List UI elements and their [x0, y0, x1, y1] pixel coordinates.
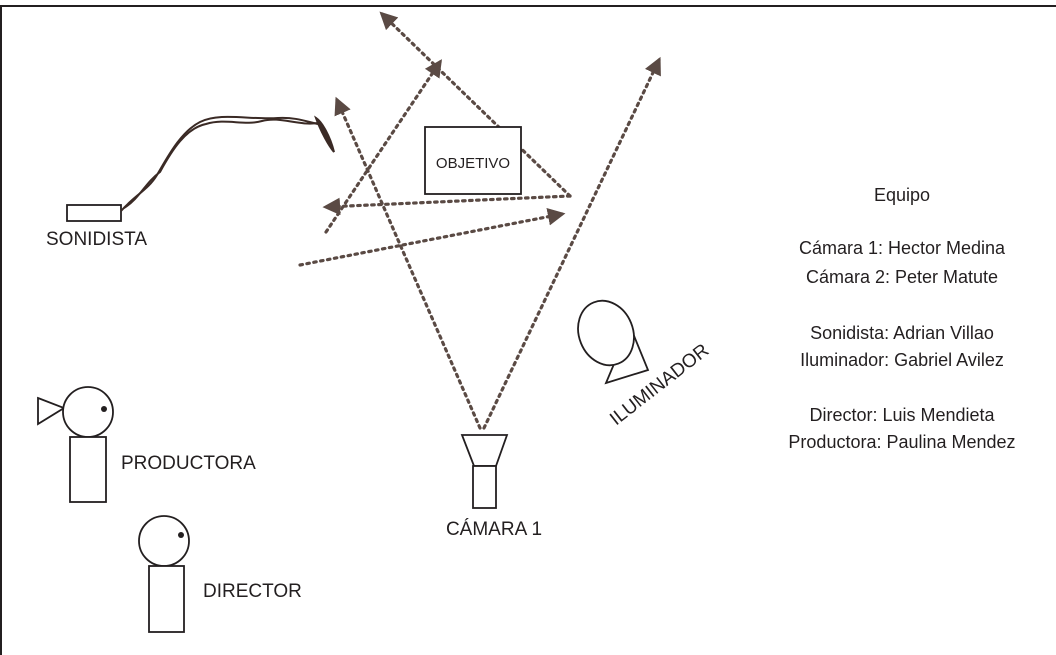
boom-cable-a — [120, 115, 319, 212]
camara1-label: CÁMARA 1 — [446, 519, 542, 540]
productora-eye — [101, 406, 107, 412]
objetivo-box — [424, 126, 522, 195]
productora-head — [62, 386, 114, 438]
productora-body — [69, 436, 107, 503]
director-eye — [178, 532, 184, 538]
iluminador-figure — [577, 299, 650, 385]
arrow-bottom-to-right — [298, 208, 566, 267]
sonidista-label: SONIDISTA — [46, 229, 147, 250]
iluminador-lamp-icon — [577, 299, 635, 367]
team-director: Director: Luis Mendieta — [809, 405, 995, 425]
camara1-body — [472, 465, 497, 509]
director-figure — [138, 515, 190, 633]
director-label: DIRECTOR — [203, 581, 302, 602]
sight-lines — [298, 11, 661, 430]
sonidista-device — [66, 204, 122, 222]
director-body — [148, 565, 185, 633]
boom-cable-b — [123, 118, 319, 209]
frame-border — [0, 5, 1056, 655]
team-iluminador: Iluminador: Gabriel Avilez — [800, 350, 1004, 370]
team-sonidista: Sonidista: Adrian Villao — [810, 323, 994, 343]
camara1-lens-icon — [460, 434, 509, 467]
camara1-figure — [460, 434, 509, 509]
team-list: Equipo Cámara 1: Hector Medina Cámara 2:… — [788, 185, 1015, 452]
objetivo-label: OBJETIVO — [436, 155, 510, 172]
sonidista-figure — [66, 115, 335, 222]
team-title: Equipo — [874, 185, 930, 205]
team-productora: Productora: Paulina Mendez — [788, 432, 1015, 452]
productora-camera-icon — [37, 396, 67, 426]
arrow-camera-left — [334, 96, 482, 430]
productora-figure — [37, 386, 114, 503]
director-head — [138, 515, 190, 567]
boom-mic-icon — [314, 115, 335, 153]
productora-label: PRODUCTORA — [121, 453, 256, 474]
arrow-right-to-topleft — [379, 11, 572, 198]
arrow-camera-right — [482, 56, 661, 430]
arrow-left-to-top — [324, 59, 442, 234]
team-camara2: Cámara 2: Peter Matute — [806, 267, 998, 287]
team-camara1: Cámara 1: Hector Medina — [799, 238, 1006, 258]
arrow-right-to-left — [322, 194, 572, 216]
